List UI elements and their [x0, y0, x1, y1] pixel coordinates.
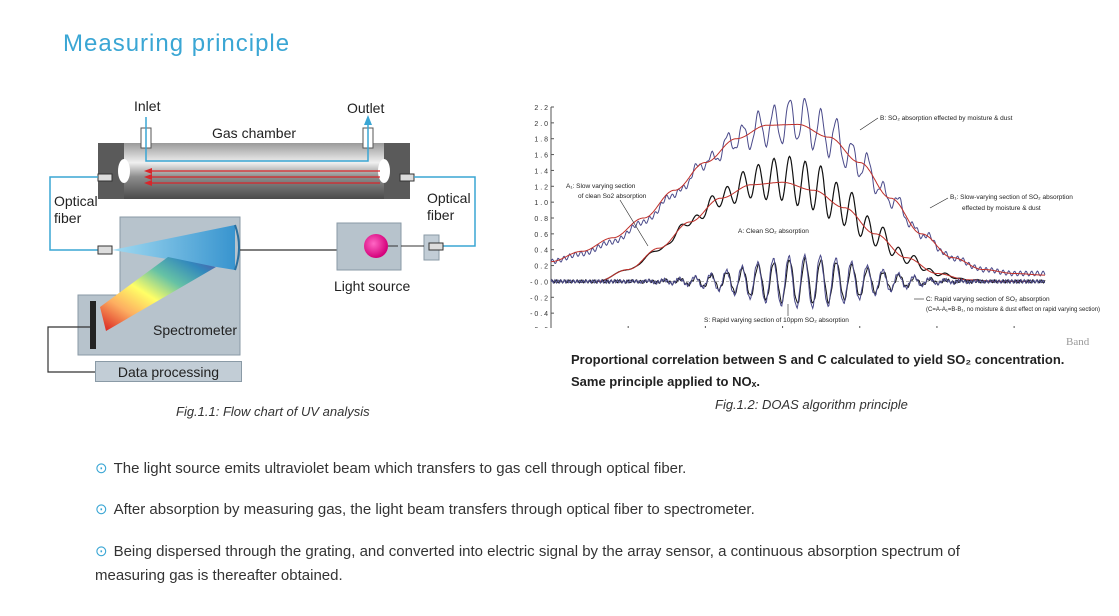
annotation-leader	[859, 117, 879, 131]
y-tick-label: 1 . 4	[534, 168, 548, 175]
fig-1-2-caption: Fig.1.2: DOAS algorithm principle	[715, 397, 908, 412]
annotation-a1-line2: of clean So2 absorption	[578, 193, 647, 200]
uv-flow-chart	[47, 115, 476, 373]
optical-fiber-left-line	[49, 176, 98, 251]
y-tick-label: - 0 . 2	[530, 295, 548, 302]
annotation-c: C: Rapid varying section of SO₂ absorpti…	[926, 296, 1050, 303]
y-tick-label: 2 . 2	[534, 105, 548, 112]
series-a1-line	[597, 181, 1030, 282]
y-tick-label: - 0 . 4	[530, 311, 548, 318]
light-source-label: Light source	[334, 278, 411, 294]
annotation-leader	[929, 197, 949, 209]
outlet-label: Outlet	[347, 100, 385, 116]
array-sensor	[90, 301, 96, 349]
doas-note-line-2: Same principle applied to NOₓ.	[571, 374, 760, 389]
y-tick-label: 1 . 6	[534, 153, 548, 160]
annotation-a1: A₁: Slow varying section	[566, 183, 636, 190]
annotation-b1: B₁: Slow-varying section of SO₂ absorpti…	[950, 194, 1073, 201]
annotation-b1-line2: effected by moisture & dust	[962, 205, 1041, 212]
light-source-lamp	[364, 234, 388, 258]
doas-chart: 2 . 2 2 . 0 1 . 8 1 . 6 1 . 4 1 . 2 1 . 0 0 . 8…	[530, 98, 1100, 328]
y-tick-label: 1 . 8	[534, 137, 548, 144]
band-axis-label: Band	[1066, 336, 1090, 348]
grating-mirror	[234, 224, 240, 271]
bullet-item-3: ⊙Being dispersed through the grating, an…	[95, 543, 960, 584]
bullet-item-2: ⊙After absorption by measuring gas, the …	[95, 501, 755, 518]
gas-flow-line	[145, 117, 369, 162]
y-tick-label: 0 . 4	[534, 248, 548, 255]
chamber-left-window	[118, 159, 130, 183]
y-tick-label: 1 . 0	[534, 200, 548, 207]
bullet-item-1: ⊙The light source emits ultraviolet beam…	[95, 460, 687, 477]
bullet-circle-icon: ⊙	[95, 501, 108, 518]
y-tick-label: 0 . 8	[534, 216, 548, 223]
doas-note-line-1: Proportional correlation between S and C…	[571, 352, 1065, 367]
spectrometer-beam	[112, 225, 235, 270]
optical-fiber-right-line	[414, 176, 476, 247]
series-b-line	[550, 98, 1046, 277]
spectrometer-input-port	[97, 245, 113, 255]
data-line	[47, 326, 95, 373]
y-tick-label: 0 . 2	[534, 264, 548, 271]
gas-chamber-label: Gas chamber	[212, 125, 297, 141]
annotation-a: A: Clean SO₂ absorption	[738, 228, 809, 235]
annotation-s: S: Rapid varying section of 10ppm SO₂ ab…	[704, 317, 849, 324]
outlet-arrow-icon	[364, 115, 372, 125]
fiber-connector-left	[97, 173, 113, 182]
y-tick-label: - 0 . 0	[530, 279, 548, 286]
y-tick-label: 1 . 2	[534, 184, 548, 191]
y-tick-label: 2 . 0	[534, 121, 548, 128]
chamber-right-window	[378, 159, 390, 183]
annotation-c-line2: (C=A-A₁=B-B₁, no moisture & dust effect …	[926, 307, 1100, 313]
spectrometer-label: Spectrometer	[153, 322, 238, 338]
light-beam-arrows	[148, 170, 380, 184]
annotation-leader	[619, 199, 649, 247]
series-b1-line	[551, 123, 1045, 276]
y-tick-label: 0 . 6	[534, 232, 548, 239]
fiber-connector-right	[399, 173, 415, 182]
data-processing-box: Data processing	[95, 361, 242, 382]
annotation-b: B: SO₂ absorption effected by moisture &…	[880, 115, 1013, 122]
series-s-line	[550, 252, 1046, 310]
bullet-circle-icon: ⊙	[95, 460, 108, 477]
dispersed-spectrum	[100, 257, 216, 331]
fig-1-1-caption: Fig.1.1: Flow chart of UV analysis	[176, 404, 370, 419]
page-title: Measuring principle	[63, 30, 291, 57]
bullet-circle-icon: ⊙	[95, 543, 108, 560]
inlet-label: Inlet	[134, 98, 161, 114]
y-tick-label: - 0 . 6	[530, 327, 548, 328]
